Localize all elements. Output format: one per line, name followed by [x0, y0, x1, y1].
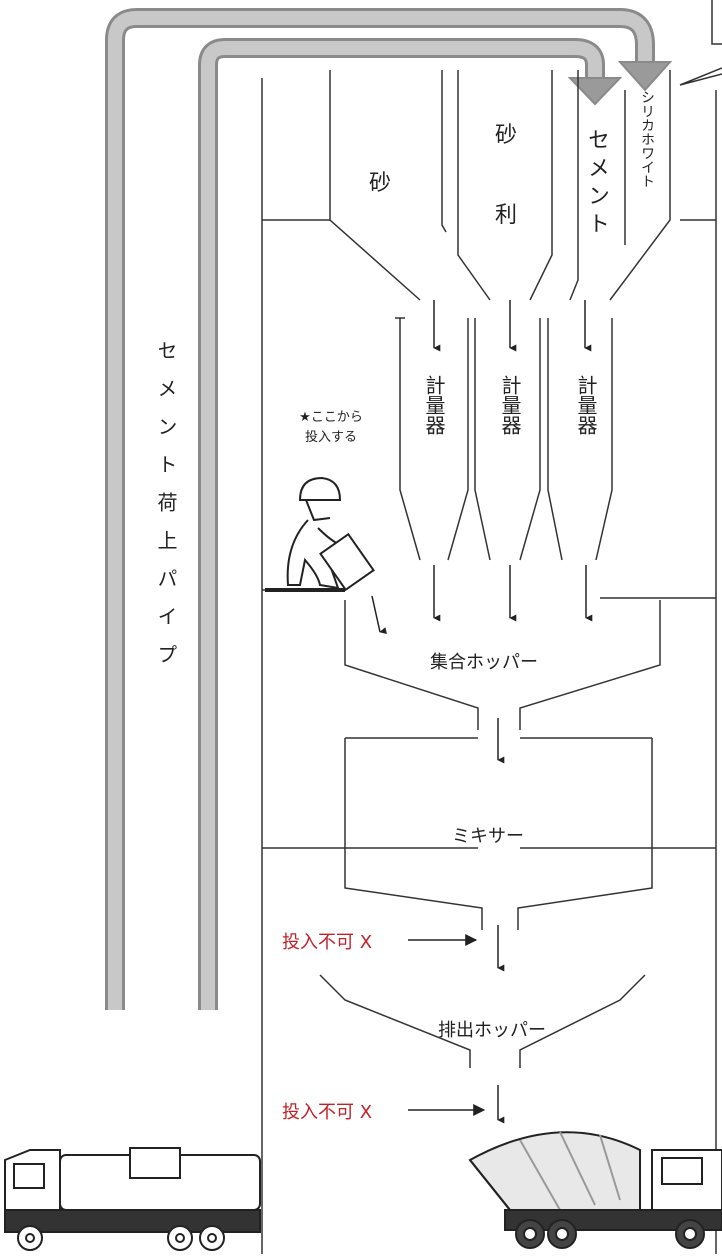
- no-input-arrows: [408, 934, 486, 1116]
- collect-hopper: [344, 600, 661, 764]
- pipe-arrow-icon: [567, 77, 623, 106]
- silica-white-silo-label: シリカホワイト: [639, 90, 655, 188]
- discharge-hopper: [319, 925, 646, 1124]
- cement-silo-label: セメント: [584, 128, 609, 240]
- scale-label-1: 計量器: [422, 375, 446, 435]
- silos: [329, 70, 671, 301]
- cement-tanker-truck-icon: [4, 1147, 261, 1251]
- gravel-silo-label-bottom: 利: [495, 203, 517, 228]
- scale-label-2: 計量器: [498, 375, 522, 435]
- scale-label-3: 計量器: [574, 375, 598, 435]
- mixer-truck-icon: [468, 1131, 722, 1249]
- gravel-silo-label-top: 砂: [495, 123, 517, 148]
- worker-icon: [265, 476, 375, 592]
- discharge-hopper-label: 排出ホッパー: [438, 1020, 546, 1041]
- chutes: [395, 317, 613, 561]
- manual-input-line2: 投入する: [304, 430, 357, 445]
- sand-silo-label: 砂: [369, 171, 391, 196]
- no-input-label-discharge: 投入不可 X: [282, 1102, 373, 1123]
- flow-arrows-upper: [371, 300, 593, 635]
- cement-pipe-label: セメント荷上パイプ: [154, 340, 178, 682]
- manual-input-line1: ★ここから: [299, 410, 363, 425]
- cement-lift-pipe: [105, 8, 673, 1010]
- collect-hopper-label: 集合ホッパー: [430, 652, 538, 673]
- callout-fragment: [679, 0, 722, 86]
- mixer: [344, 737, 653, 930]
- manual-input-label: ★ここから 投入する: [286, 408, 376, 448]
- mixer-label: ミキサー: [452, 826, 524, 847]
- no-input-label-mixer: 投入不可 X: [282, 932, 373, 953]
- pipe-arrow-icon: [617, 61, 673, 92]
